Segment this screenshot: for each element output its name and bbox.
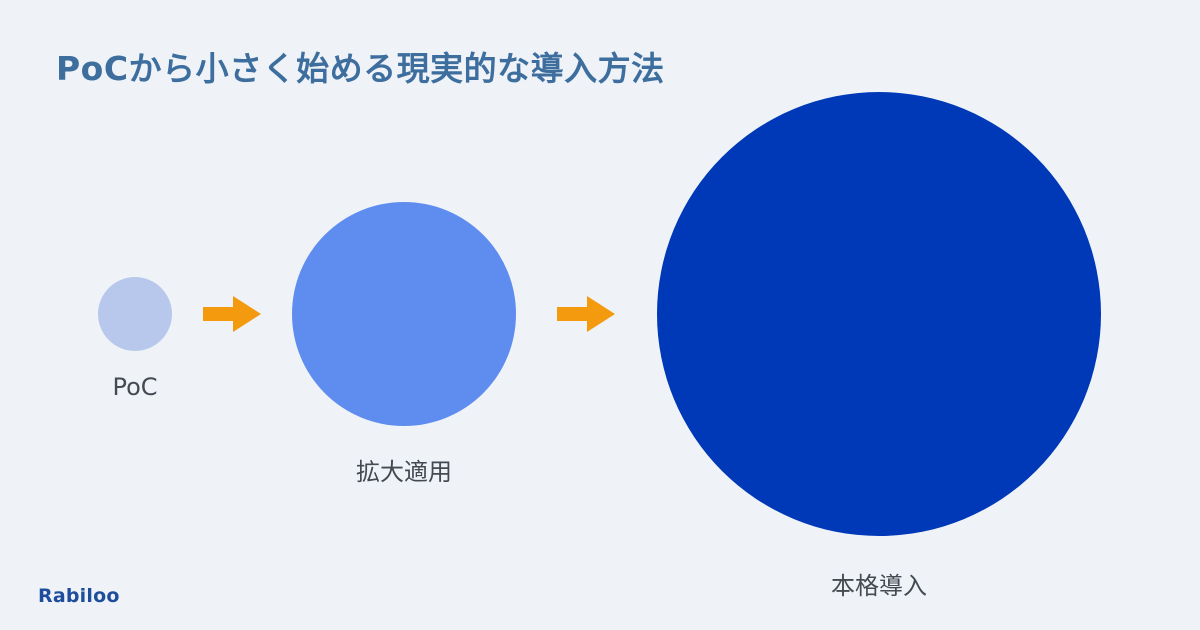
full-deploy-label: 本格導入: [831, 572, 927, 600]
page-title: PoCから小さく始める現実的な導入方法: [56, 49, 665, 88]
arrow-right-icon: [557, 296, 615, 332]
arrow-right-icon: [203, 296, 261, 332]
expand-circle: [292, 202, 516, 426]
expand-label: 拡大適用: [356, 458, 452, 486]
brand-logo: Rabiloo: [38, 585, 120, 607]
poc-label: PoC: [112, 373, 158, 401]
full-deploy-circle: [657, 92, 1101, 536]
poc-circle: [98, 277, 172, 351]
